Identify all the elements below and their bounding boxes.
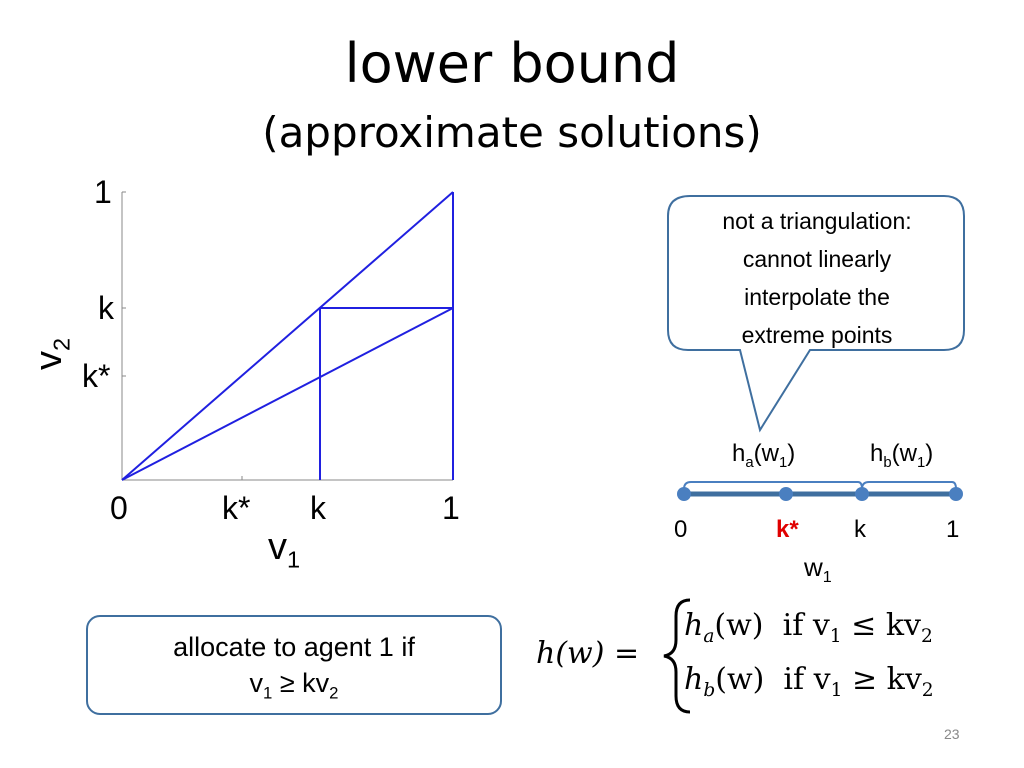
x-tick-label: k* (222, 490, 251, 526)
slide-title: lower bound (344, 32, 680, 95)
w1-tick-label: k (854, 516, 866, 543)
x-axis-label: v1 (268, 526, 301, 573)
page-number: 23 (944, 726, 960, 742)
allocation-rule-line2: v1 ≥ kv2 (249, 668, 339, 703)
slide-subtitle: (approximate solutions) (262, 108, 762, 157)
y-tick-label: 1 (94, 174, 112, 210)
y-tick-label: k* (82, 358, 111, 394)
point-1 (949, 487, 963, 501)
callout-bubble (667, 195, 965, 433)
callout-text: not a triangulation: cannot linearly int… (672, 202, 962, 354)
hb-label: hb(w1) (870, 440, 934, 471)
callout-line: cannot linearly (742, 246, 892, 272)
x-tick-label: 1 (442, 490, 460, 526)
callout-line: not a triangulation: (722, 208, 912, 234)
y-tick-label: k (98, 290, 114, 326)
formula-lhs: h(w) = (536, 636, 640, 671)
allocation-rule-box: allocate to agent 1 if v1 ≥ kv2 (86, 615, 502, 715)
plot-lines (121, 191, 454, 481)
ha-brace (683, 481, 863, 490)
callout-line: extreme points (741, 322, 893, 348)
callout-line: interpolate the (744, 284, 890, 310)
allocation-rule-line1: allocate to agent 1 if (173, 632, 415, 662)
hb-brace (861, 481, 957, 490)
k-slope-line (121, 307, 454, 481)
w1-tick-label: 0 (674, 516, 688, 543)
x-tick-label: 0 (110, 490, 128, 526)
w1-tick-label: 1 (946, 516, 960, 543)
w1-axis-label: w1 (804, 552, 832, 587)
diagonal-line (121, 191, 454, 481)
formula-case-2: hb(w) if v1 ≥ kv2 (684, 662, 934, 701)
point-0 (677, 487, 691, 501)
point-k (855, 487, 869, 501)
w1-tick-label-kstar: k* (776, 516, 799, 543)
ha-label: ha(w1) (732, 440, 796, 471)
x-tick-label: k (310, 490, 326, 526)
formula-case-1: ha(w) if v1 ≤ kv2 (684, 608, 933, 647)
point-kstar (779, 487, 793, 501)
number-line (677, 481, 963, 501)
y-axis-label: v2 (28, 337, 75, 370)
cases-brace (663, 598, 691, 714)
